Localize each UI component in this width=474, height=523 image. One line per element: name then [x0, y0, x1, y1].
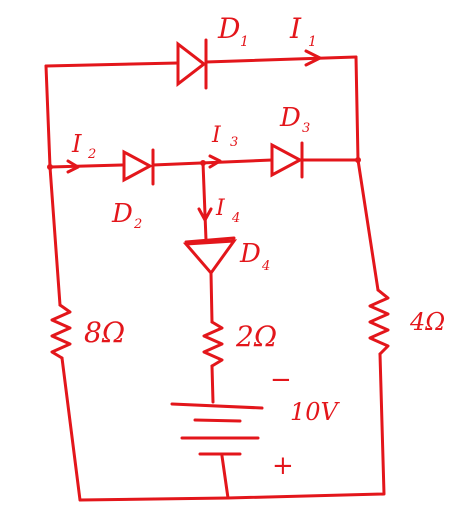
mid-wire-center: [151, 158, 274, 167]
label-d1-sub: 1: [240, 34, 249, 50]
diode-d4-bar: [184, 236, 236, 244]
center-wire-bottom: [220, 454, 230, 500]
label-resistor-2-ohm: 2Ω: [235, 320, 277, 353]
label-battery-minus: −: [270, 365, 292, 395]
label-i4: I: [215, 196, 226, 221]
center-wire-mid: [209, 271, 214, 324]
left-wire-bottom: [60, 356, 230, 502]
battery-plate-1: [170, 402, 264, 410]
diode-d1: [176, 40, 207, 88]
label-d3: D: [279, 103, 301, 133]
junction-right: [355, 157, 361, 163]
label-resistor-4-ohm: 4Ω: [409, 308, 445, 336]
label-battery-voltage: 10V: [290, 398, 341, 426]
diode-d4: [182, 239, 238, 276]
current-i4-arrow: [197, 207, 213, 222]
label-d4: D: [239, 239, 261, 269]
top-wire-right: [204, 55, 358, 64]
top-wire-left: [44, 61, 180, 68]
battery-plate-2: [193, 418, 242, 423]
diode-d2: [122, 149, 154, 183]
label-i4-sub: 4: [231, 211, 240, 226]
label-i1: I: [289, 12, 302, 45]
junction-center: [200, 160, 206, 166]
center-wire-low: [210, 364, 215, 404]
resistor-4-ohm: [368, 288, 390, 356]
label-battery-plus: +: [272, 451, 294, 481]
mid-wire-left: [48, 163, 124, 169]
resistor-8-ohm: [50, 303, 72, 360]
right-wire-mid: [356, 158, 380, 292]
current-i2-arrow: [66, 159, 80, 174]
label-resistor-8-ohm: 8Ω: [84, 316, 125, 349]
label-d4-sub: 4: [261, 259, 270, 274]
left-wire-mid: [48, 165, 62, 307]
center-wire-top: [201, 161, 208, 242]
current-i1-arrow: [304, 49, 322, 67]
diode-d3: [270, 142, 304, 178]
right-wire-top: [354, 55, 360, 162]
label-d2: D: [111, 199, 133, 229]
label-d1: D: [217, 12, 240, 45]
left-wire-top: [44, 64, 52, 169]
resistor-2-ohm: [202, 320, 224, 368]
current-i3-arrow: [208, 154, 222, 169]
label-i3: I: [211, 123, 222, 148]
junction-left: [47, 164, 53, 170]
right-wire-bottom: [226, 352, 386, 500]
label-i2: I: [71, 130, 82, 158]
label-d3-sub: 3: [302, 121, 310, 136]
label-i2-sub: 2: [87, 147, 96, 162]
label-i3-sub: 3: [230, 135, 238, 150]
label-i1-sub: 1: [308, 34, 317, 50]
label-d2-sub: 2: [133, 217, 142, 232]
